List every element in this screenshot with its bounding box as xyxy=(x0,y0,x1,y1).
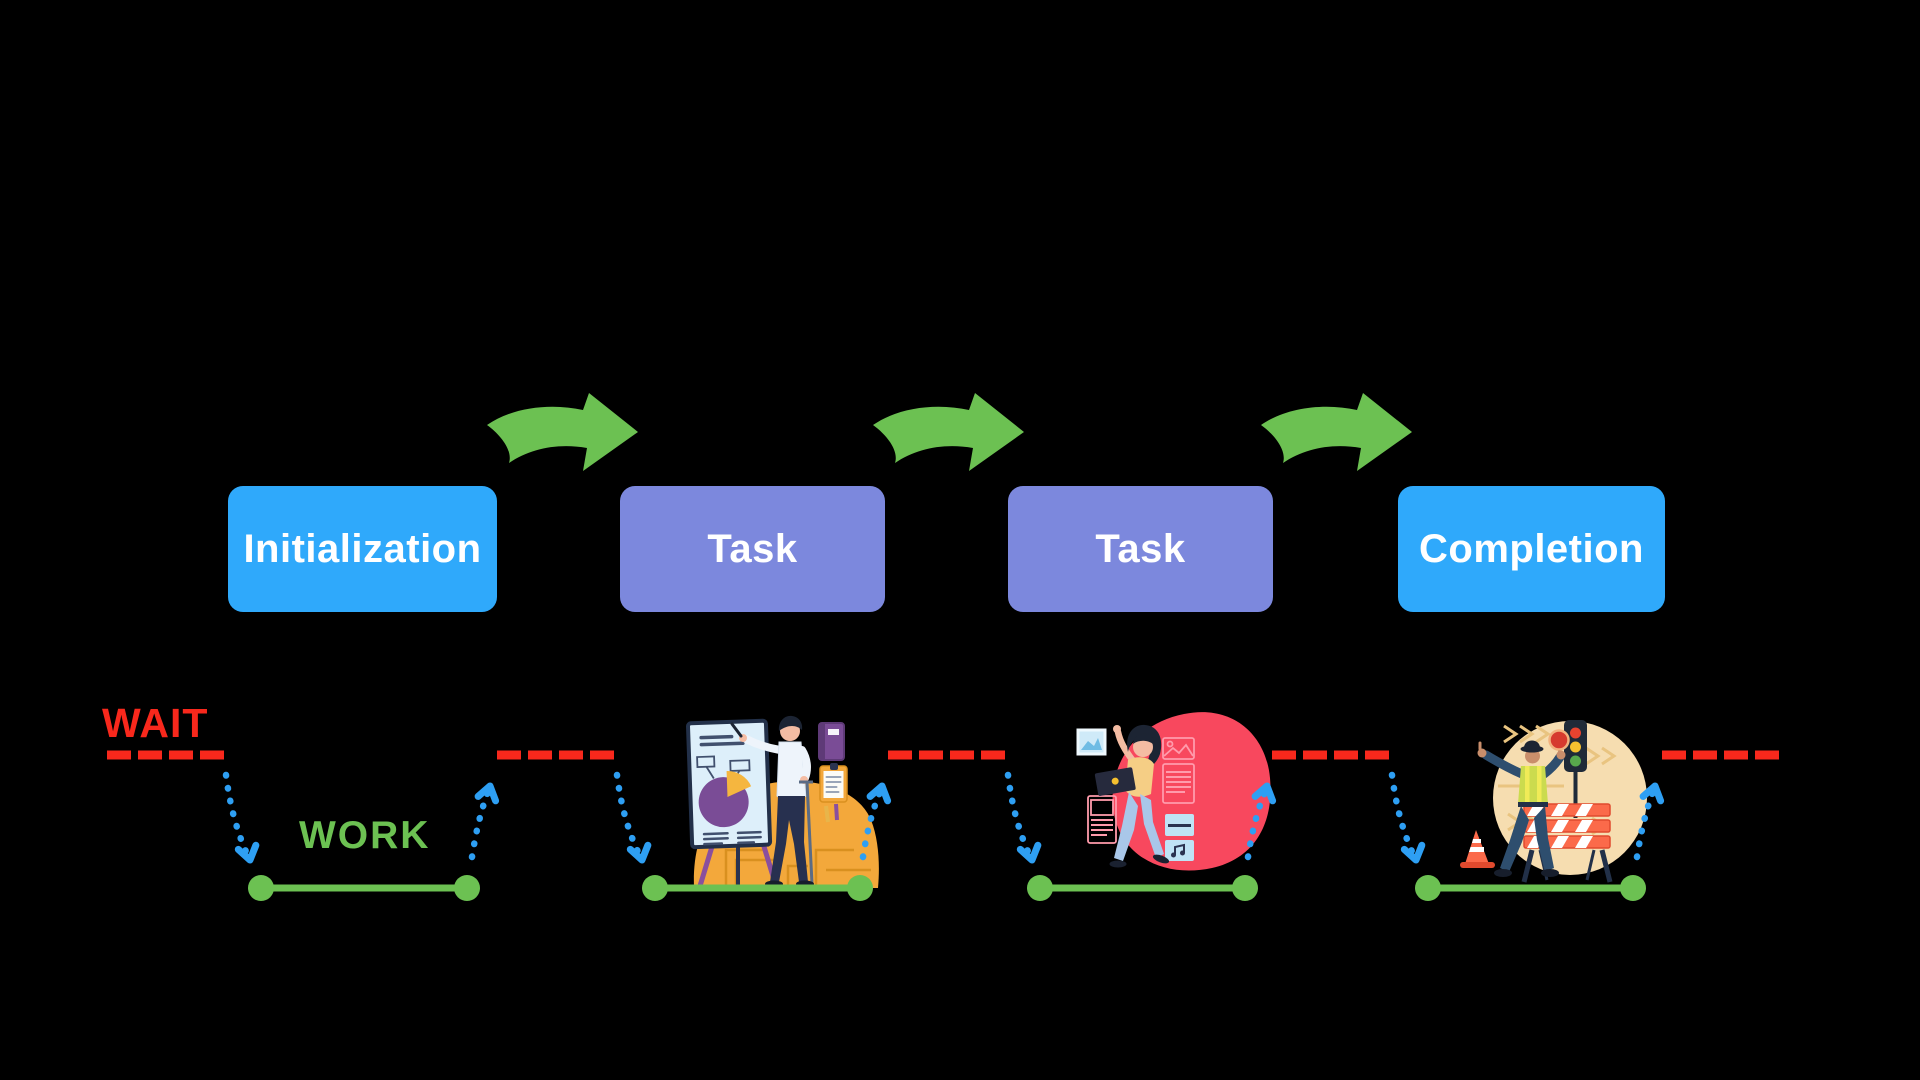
woman-with-laptop-illustration xyxy=(1076,712,1271,871)
stage-label: Completion xyxy=(1419,526,1644,571)
wait-level-label: WAIT xyxy=(102,700,209,746)
flow-arrow-icon xyxy=(1261,393,1412,471)
stage-node-completion: Completion xyxy=(1398,486,1665,612)
flow-arrow-icon xyxy=(873,393,1024,471)
stage-label: Task xyxy=(1095,526,1186,571)
traffic-controller-illustration xyxy=(1460,720,1647,883)
work-level-label: WORK xyxy=(299,814,431,857)
presenter-at-whiteboard-illustration xyxy=(685,715,879,888)
stage-label: Initialization xyxy=(243,526,482,571)
stage-label: Task xyxy=(707,526,798,571)
work-segments xyxy=(248,875,1646,901)
flow-arrow-icon xyxy=(487,393,638,471)
stage-node-initialization: Initialization xyxy=(228,486,497,612)
stage-node-task-1: Task xyxy=(620,486,885,612)
stage-node-task-2: Task xyxy=(1008,486,1273,612)
